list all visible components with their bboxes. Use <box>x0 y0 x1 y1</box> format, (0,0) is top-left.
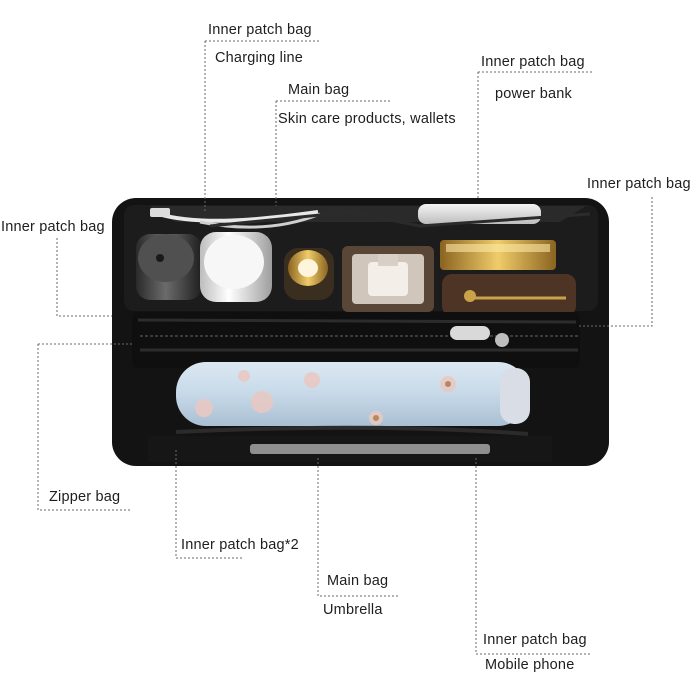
leader-lines <box>37 40 653 655</box>
umbrella <box>176 362 530 426</box>
divider-wall <box>209 210 591 228</box>
callout-skincare-detail: Skin care products, wallets <box>278 111 456 127</box>
zipper-compartment <box>132 312 580 368</box>
white-jar <box>200 232 272 302</box>
leader-powerbank <box>477 71 592 198</box>
leader-umbrella <box>317 458 398 597</box>
leader-left <box>56 238 112 317</box>
callout-zipper-title: Zipper bag <box>49 489 121 505</box>
leader-pockets <box>175 450 244 559</box>
wallet <box>442 274 576 316</box>
callout-charging-title: Inner patch bag <box>208 22 312 38</box>
leader-skincare <box>275 100 390 206</box>
serum-bottle <box>284 248 334 300</box>
front-pocket <box>148 425 552 462</box>
callout-umbrella-title: Main bag <box>327 573 389 589</box>
perfume-bottle <box>342 246 434 312</box>
callout-left-title: Inner patch bag <box>1 219 105 235</box>
callout-phone-title: Inner patch bag <box>483 632 587 648</box>
callout-charging-detail: Charging line <box>215 50 304 66</box>
leader-zipper <box>37 343 132 511</box>
leader-charging <box>204 40 320 212</box>
callout-powerbank-title: Inner patch bag <box>481 54 585 70</box>
callout-pockets-title: Inner patch bag*2 <box>181 537 299 553</box>
callout-phone-detail: Mobile phone <box>485 657 575 673</box>
callout-right-title: Inner patch bag <box>587 176 691 192</box>
callout-powerbank-detail: power bank <box>495 86 572 102</box>
lipstick-case <box>440 240 556 270</box>
leader-right <box>578 197 653 327</box>
leader-phone <box>475 458 592 655</box>
callout-umbrella-detail: Umbrella <box>323 602 383 618</box>
black-jar <box>136 234 202 300</box>
callout-skincare-title: Main bag <box>288 82 350 98</box>
